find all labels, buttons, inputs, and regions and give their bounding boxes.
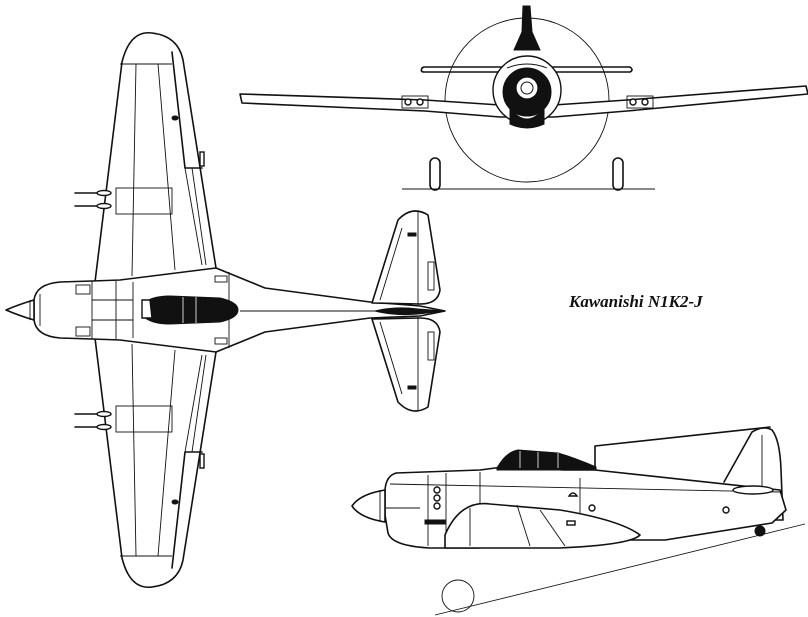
aircraft-caption: Kawanishi N1K2-J (569, 292, 703, 311)
